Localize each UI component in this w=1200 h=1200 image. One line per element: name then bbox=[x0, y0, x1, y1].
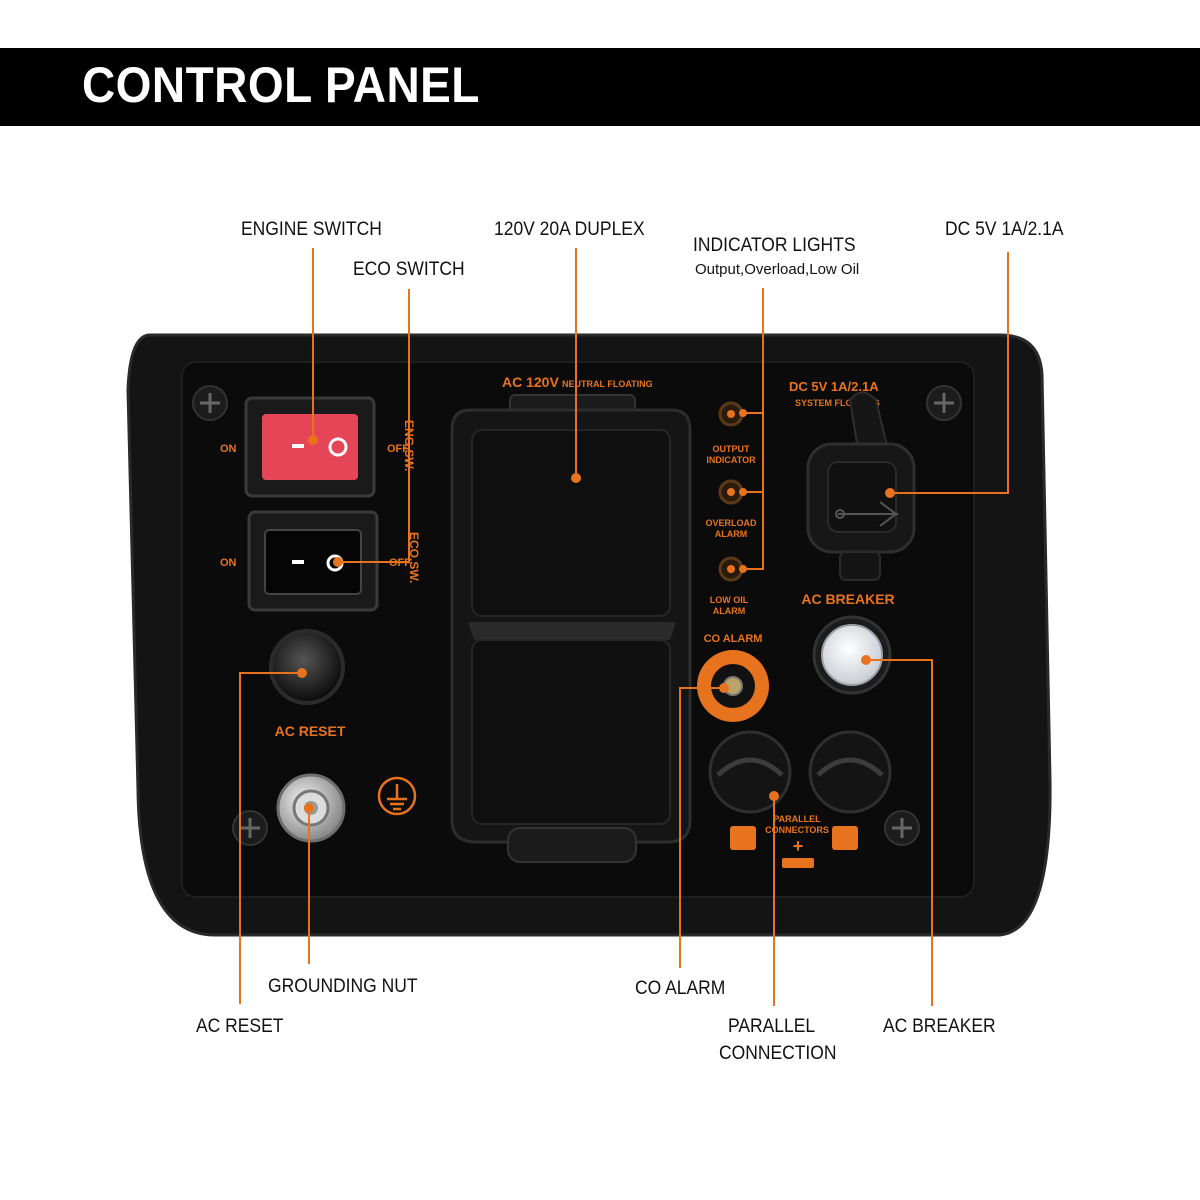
header-bar: CONTROL PANEL bbox=[0, 48, 1200, 126]
output-indicator-label-2: INDICATOR bbox=[706, 455, 756, 465]
ground-icon bbox=[377, 776, 417, 816]
parallel-connector-right bbox=[808, 730, 892, 814]
leader-co-alarm bbox=[679, 687, 724, 968]
screw-icon bbox=[192, 385, 228, 421]
engine-switch-callout: ENGINE SWITCH bbox=[241, 219, 382, 240]
dc-panel-label: DC 5V 1A/2.1A bbox=[789, 379, 879, 394]
parallel-connector-left bbox=[708, 730, 792, 814]
usb-icon bbox=[835, 501, 898, 527]
leader-ac-breaker bbox=[866, 659, 933, 1006]
co-alarm-panel-label: CO ALARM bbox=[704, 633, 763, 645]
ac-reset-panel-label: AC RESET bbox=[275, 723, 346, 739]
parallel-callout-line2: CONNECTION bbox=[719, 1043, 837, 1064]
overload-alarm-label: OVERLOAD bbox=[705, 518, 757, 528]
ac120-label: AC 120V bbox=[502, 374, 559, 390]
low-oil-alarm-label: LOW OIL bbox=[710, 595, 749, 605]
page-title: CONTROL PANEL bbox=[82, 57, 480, 113]
eco-on-label: ON bbox=[220, 557, 237, 569]
leader-eco-switch bbox=[338, 289, 410, 563]
ac-breaker-panel-label: AC BREAKER bbox=[801, 591, 894, 607]
parallel-panel-label-2: CONNECTORS bbox=[765, 825, 829, 835]
eco-sw-label: ECO.SW. bbox=[407, 532, 421, 583]
grounding-nut-callout: GROUNDING NUT bbox=[268, 976, 418, 997]
plus-label: + bbox=[793, 836, 804, 856]
leader-lines bbox=[239, 248, 1009, 1006]
parallel-panel-label: PARALLEL bbox=[773, 814, 821, 824]
output-indicator-label: OUTPUT bbox=[713, 444, 751, 454]
ac-reset-callout: AC RESET bbox=[196, 1016, 284, 1037]
usb-cap-strap bbox=[848, 391, 890, 451]
indicator-lights-subtitle: Output,Overload,Low Oil bbox=[695, 261, 860, 278]
screw-icon bbox=[926, 385, 962, 421]
overload-alarm-label-2: ALARM bbox=[715, 529, 748, 539]
screw-icon bbox=[232, 810, 268, 846]
low-oil-alarm-label-2: ALARM bbox=[713, 606, 746, 616]
leader-dc bbox=[890, 252, 1009, 494]
ac-reset-button bbox=[269, 629, 345, 705]
leader-dots bbox=[297, 409, 895, 813]
eco-switch-callout: ECO SWITCH bbox=[353, 259, 465, 280]
duplex-callout: 120V 20A DUPLEX bbox=[494, 219, 645, 240]
ac-breaker-button bbox=[821, 624, 883, 686]
system-floating-label: SYSTEM FLOATING bbox=[795, 398, 880, 408]
engine-off-label: OFF bbox=[387, 443, 409, 455]
dc-callout: DC 5V 1A/2.1A bbox=[945, 219, 1064, 240]
engine-switch-rocker bbox=[262, 414, 358, 480]
leader-ac-reset bbox=[239, 672, 302, 1004]
indicator-lights-callout: INDICATOR LIGHTS bbox=[693, 235, 856, 256]
screw-icon bbox=[884, 810, 920, 846]
outlet-cover-tab-bottom bbox=[507, 827, 637, 863]
engine-on-label: ON bbox=[220, 443, 237, 455]
parallel-callout: PARALLEL bbox=[728, 1016, 816, 1037]
ac-breaker-callout: AC BREAKER bbox=[883, 1016, 996, 1037]
neutral-floating-label: NEUTRAL FLOATING bbox=[562, 379, 653, 389]
co-alarm-callout: CO ALARM bbox=[635, 978, 726, 999]
